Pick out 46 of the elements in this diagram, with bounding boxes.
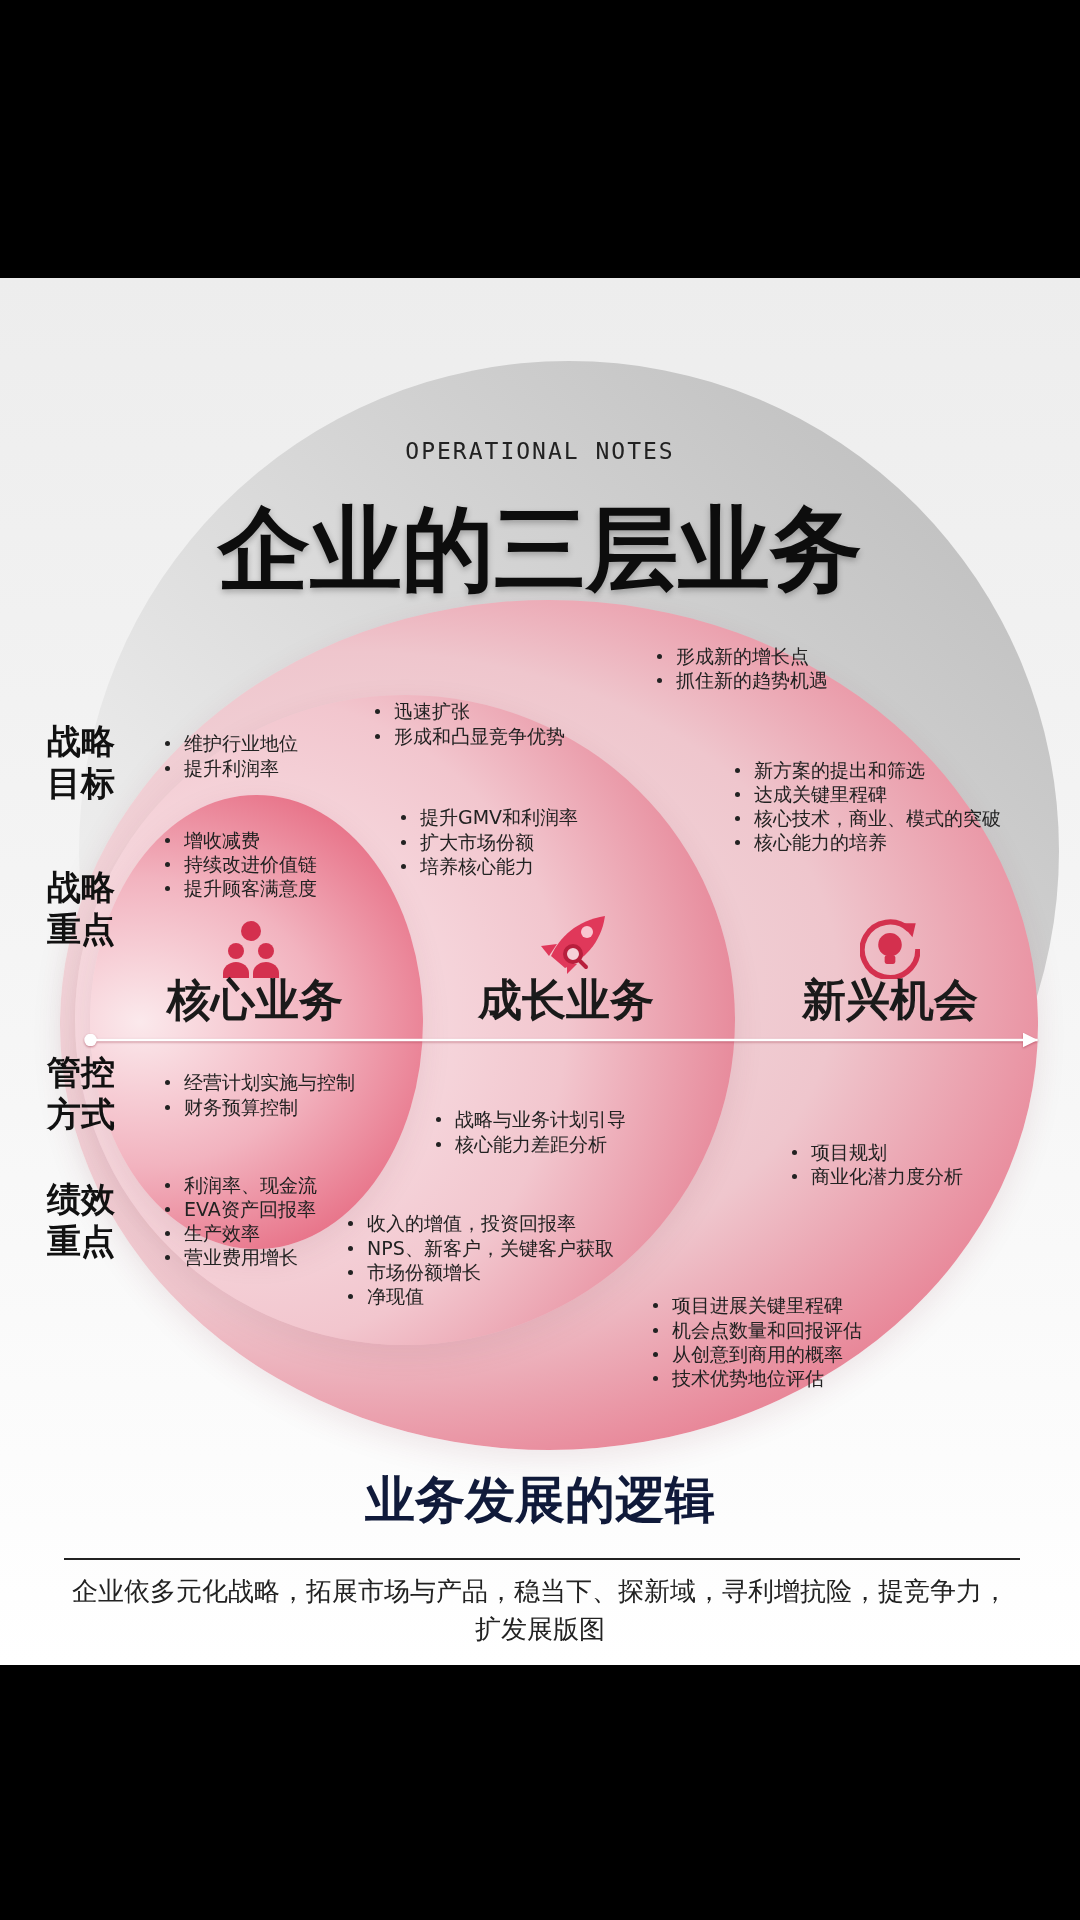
bullet-item: 新方案的提出和筛选 <box>730 758 925 782</box>
title-heading: 企业的三层业务 <box>216 495 863 605</box>
bullet-item: 达成关键里程碑 <box>730 782 887 806</box>
bullet-item: 项目进展关键里程碑 <box>648 1293 843 1317</box>
bullet-item: 扩大市场份额 <box>396 830 534 854</box>
row-label: 绩效重点 <box>47 1178 116 1262</box>
bullet-item: 提升利润率 <box>160 756 279 780</box>
section-heading: 业务发展的逻辑 <box>365 1470 715 1530</box>
circle-label: 新兴机会 <box>802 974 978 1026</box>
bullet-item: 技术优势地位评估 <box>648 1366 824 1390</box>
subtitle-text: OPERATIONAL NOTES <box>405 437 675 466</box>
circle-label: 成长业务 <box>478 974 654 1026</box>
bullet-item: 提升顾客满意度 <box>160 876 317 900</box>
bullet-item: 形成新的增长点 <box>652 644 809 668</box>
circle-label: 核心业务 <box>167 974 343 1026</box>
bullet-item: 战略与业务计划引导 <box>431 1107 626 1131</box>
row-label: 战略重点 <box>47 866 116 950</box>
bullet-item: 核心能力的培养 <box>730 830 887 854</box>
bullet-item: 财务预算控制 <box>160 1095 298 1119</box>
bullet-item: 迅速扩张 <box>370 699 470 723</box>
arrow <box>84 1032 1038 1048</box>
bullet-item: NPS、新客户，关键客户获取 <box>343 1236 614 1260</box>
bullet-item: 核心技术，商业、模式的突破 <box>730 806 1001 830</box>
bullet-item: 项目规划 <box>787 1140 887 1164</box>
bullet-item: 增收减费 <box>160 828 260 852</box>
bullet-item: 提升GMV和利润率 <box>396 805 579 829</box>
row-label: 战略目标 <box>47 720 116 804</box>
bullet-item: 生产效率 <box>160 1221 260 1245</box>
caption-text: 企业依多元化战略，拓展市场与产品，稳当下、探新域，寻利增抗险，提竞争力，扩发展版图 <box>71 1575 1009 1646</box>
bullet-item: 抓住新的趋势机遇 <box>652 668 828 692</box>
bullet-item: 从创意到商用的概率 <box>648 1342 843 1366</box>
bullet-item: 持续改进价值链 <box>160 852 317 876</box>
bullet-item: 经营计划实施与控制 <box>160 1070 355 1094</box>
bullet-item: 机会点数量和回报评估 <box>648 1318 862 1342</box>
bullet-item: 市场份额增长 <box>343 1260 481 1284</box>
row-label: 管控方式 <box>47 1051 116 1135</box>
bullet-item: 利润率、现金流 <box>160 1173 317 1197</box>
bullet-item: 形成和凸显竞争优势 <box>370 724 565 748</box>
bullet-item: 培养核心能力 <box>396 854 534 878</box>
bullet-item: 维护行业地位 <box>160 731 298 755</box>
bullet-item: 核心能力差距分析 <box>431 1132 607 1156</box>
bullet-item: 净现值 <box>343 1284 424 1308</box>
bullet-item: 收入的增值，投资回报率 <box>343 1211 576 1235</box>
bullet-item: EVA资产回报率 <box>160 1197 316 1221</box>
bullet-item: 营业费用增长 <box>160 1245 298 1269</box>
bullet-item: 商业化潜力度分析 <box>787 1164 963 1188</box>
